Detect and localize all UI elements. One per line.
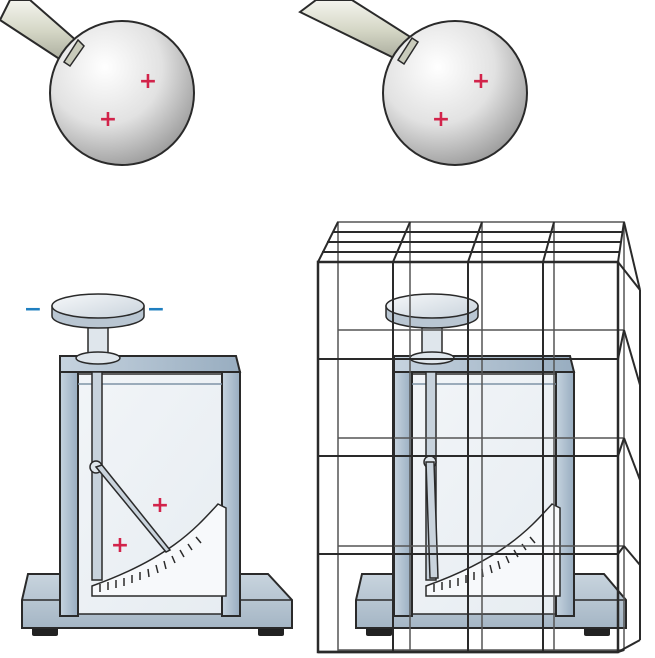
left-insulating-rod: [0, 0, 80, 64]
cage-top-face: [317, 221, 625, 263]
left-sphere-body: [49, 20, 195, 166]
left-leaf: [94, 464, 172, 553]
left-knob-disk: [51, 293, 145, 319]
left-knob-charge-2: −: [147, 297, 165, 322]
right-angle-scale: [425, 503, 561, 597]
right-charged-sphere: + +: [298, 0, 528, 166]
left-conducting-rod: [91, 371, 103, 581]
left-sphere-charge-2: +: [99, 107, 117, 132]
left-knob-charge-1: −: [24, 297, 42, 322]
right-sphere-charge-2: +: [432, 107, 450, 132]
left-charged-sphere: + +: [0, 0, 195, 166]
left-stem-collar: [75, 351, 121, 365]
right-knob-disk: [385, 293, 479, 319]
left-angle-scale: [91, 503, 227, 597]
right-insulating-rod: [298, 0, 414, 62]
left-rod-charge: +: [111, 533, 129, 558]
left-case-left-post: [59, 371, 79, 617]
right-leaf: [425, 461, 439, 579]
faraday-cage: [316, 221, 641, 654]
right-sphere-body: [382, 20, 528, 166]
left-electroscope: − − + +: [21, 293, 293, 636]
left-scale-ticks: [99, 536, 202, 592]
right-sphere-charge-1: +: [472, 69, 490, 94]
left-leaf-charge: +: [151, 493, 169, 518]
left-sphere-charge-1: +: [139, 69, 157, 94]
right-electroscope: [355, 293, 627, 636]
cage-side-face: [617, 221, 641, 653]
